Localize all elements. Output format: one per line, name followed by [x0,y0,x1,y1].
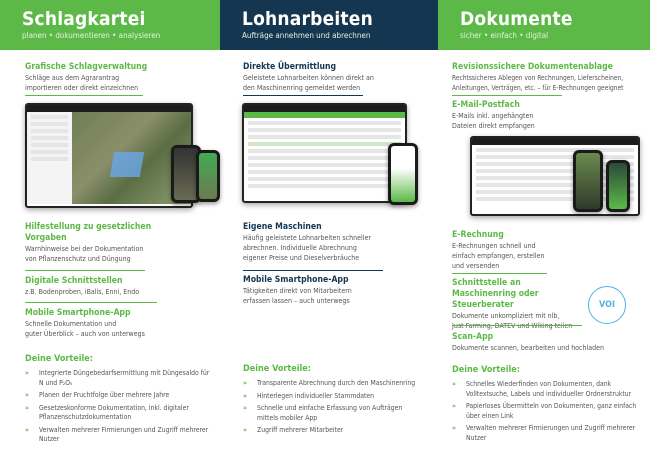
feature-heading: Scan-App [452,332,494,342]
benefits-schlagkartei: Deine Vorteile: Integrierte Düngebedarfse… [25,354,215,448]
feature-text: und versenden [452,262,500,270]
feature-text: eigener Preise und Dieselverbräuche [243,254,360,262]
feature-text: Dateien direkt empfangen [452,122,535,130]
connector-line [452,95,562,96]
feature-text: Dokumente scannen, bearbeiten und hochla… [452,344,604,352]
feature-heading: Hilfestellung zu gesetzlichen Vorgaben [25,222,152,243]
benefit-item: Integrierte Düngebedarfsermittlung mit D… [25,369,215,388]
benefits-heading: Deine Vorteile: [452,365,521,375]
connector-line [25,302,157,303]
benefit-item: Gesetzeskonforme Dokumentation, inkl. di… [25,404,215,423]
connector-line [452,273,547,274]
feature-text: Anleitungen, Verträgen, etc. – für E-Rec… [452,84,624,92]
app-screenshot-map [25,103,193,208]
title: Lohnarbeiten [242,8,373,30]
benefit-item: Papierloses Übermitteln von Dokumenten, … [452,402,637,421]
feature-heading: Mobile Smartphone-App [25,308,131,318]
feature-text: z.B. Bodenproben, iBalis, Enni, Endo [25,288,140,296]
benefit-item: Schnelle und einfache Erfassung von Auft… [243,404,423,423]
feature-text: Schnelle Dokumentation und [25,320,117,328]
feature-heading: E-Rechnung [452,230,504,240]
benefit-item: Hinterlegen individueller Stammdaten [243,392,423,402]
benefit-item: Planen der Fruchtfolge über mehrere Jahr… [25,391,215,401]
feature-text: erfassen lassen – auch unterwegs [243,297,350,305]
subtitle: planen • dokumentieren • analysieren [22,31,161,40]
phone-mockup [573,150,603,212]
feature-text: Just Farming, DATEV und Wiking teilen [452,322,573,330]
connector-line [452,325,582,326]
stamp-label: VOI [598,300,615,310]
feature-heading: Eigene Maschinen [243,222,322,232]
feature-heading: Schnittstelle an Maschinenring oder Steu… [452,278,539,310]
app-screenshot-lohnarbeiten [242,103,407,203]
feature-text: Häufig geleistete Lohnarbeiten schneller [243,234,371,242]
feature-heading: Grafische Schlagverwaltung [25,62,148,72]
feature-heading: Mobile Smartphone-App [243,275,349,285]
phone-mockup [196,150,220,202]
subtitle: Aufträge annehmen und abrechnen [242,31,371,40]
connector-line [25,270,145,271]
connector-line [243,95,363,96]
benefit-item: Verwalten mehrerer Firmierungen und Zugr… [25,426,215,445]
feature-text: E-Mails inkl. angehängten [452,112,534,120]
feature-text: abrechnen. Individuelle Abrechnung [243,244,357,252]
feature-digitale-schnittstellen: Digitale Schnittstellen z.B. Bodenproben,… [25,276,139,297]
feature-text: von Pflanzenschutz und Düngung [25,255,131,263]
feature-heading: Direkte Übermittlung [243,62,337,72]
feature-text: importieren oder direkt einzeichnen [25,84,139,92]
benefits-dokumente: Deine Vorteile: Schnelles Wiederfinden vo… [452,365,637,446]
feature-text: Warnhinweise bei der Dokumentation [25,245,144,253]
feature-heading: E-Mail-Postfach [452,100,520,110]
feature-text: guter Überblick – auch von unterwegs [25,330,145,338]
phone-mockup [388,143,418,205]
benefits-heading: Deine Vorteile: [243,364,312,374]
benefits-lohnarbeiten: Deine Vorteile: Transparente Abrechnung d… [243,364,423,439]
feature-text: Tätigkeiten direkt von Mitarbeitern [243,287,352,295]
feature-text: den Maschinenring gemeldet werden [243,84,361,92]
title: Schlagkartei [22,8,146,30]
feature-text: einfach empfangen, erstellen [452,252,545,260]
benefit-item: Schnelles Wiederfinden von Dokumenten, d… [452,380,637,399]
connector-line [243,270,383,271]
benefit-item: Verwalten mehrerer Firmierungen und Zugr… [452,424,637,443]
feature-heading: Digitale Schnittstellen [25,276,123,286]
benefit-item: Zugriff mehrerer Mitarbeiter [243,426,423,436]
benefit-item: Transparente Abrechnung durch den Maschi… [243,379,423,389]
feature-text: Rechtssicheres Ablegen von Rechnungen, L… [452,74,624,82]
feature-heading: Revisionssichere Dokumentenablage [452,62,613,72]
feature-schnittstelle: Schnittstelle an Maschinenring oder Steu… [452,278,587,331]
title: Dokumente [460,8,573,30]
feature-text: E-Rechnungen schnell und [452,242,536,250]
feature-text: Schläge aus dem Agrarantrag [25,74,120,82]
feature-text: Geleistete Lohnarbeiten können direkt an [243,74,374,82]
voi-certification-stamp: VOI [588,286,626,324]
benefits-heading: Deine Vorteile: [25,354,94,364]
connector-line [25,95,143,96]
feature-text: Dokumente unkompliziert mit nlb, [452,312,560,320]
phone-mockup [606,160,630,212]
subtitle: sicher • einfach • digital [460,31,549,40]
